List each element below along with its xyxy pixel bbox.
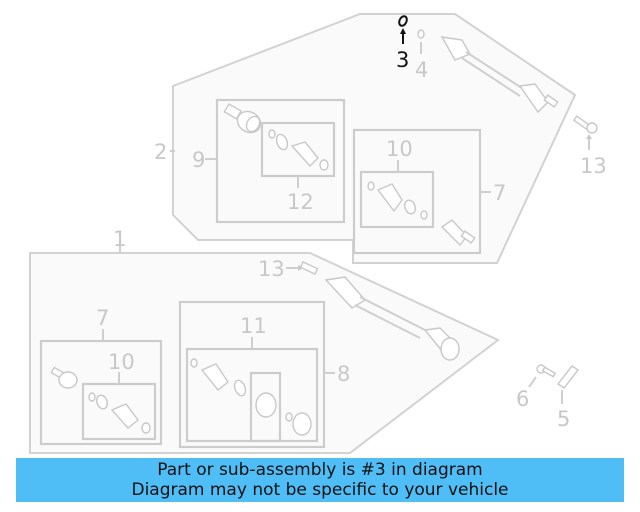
callout-7-upper[interactable]: 7 [493,181,506,205]
info-banner: Part or sub-assembly is #3 in diagram Di… [16,458,624,502]
assembly-1-group [29,241,500,454]
tripod-joint-part [223,103,262,134]
box-8 [178,300,326,449]
callout-13-lower[interactable]: 13 [258,257,285,281]
assembly-2-group [170,13,577,264]
outer-joint-7-upper-part [440,219,476,247]
boot-kit-11-parts [190,358,312,436]
callout-2[interactable]: 2 [154,140,167,164]
banner-line-2: Diagram may not be specific to your vehi… [131,480,509,500]
axle-shaft-upper [440,36,559,114]
callout-11[interactable]: 11 [240,314,267,338]
callout-10-upper[interactable]: 10 [386,137,413,161]
assembly-1-outline [29,252,500,454]
boot-kit-10-lower-parts [88,392,151,434]
callout-5[interactable]: 5 [557,407,570,431]
boot-kit-12-parts [268,129,329,171]
bolt-13-upper-part [572,115,598,150]
part-3-highlighted[interactable] [398,15,409,44]
callout-3[interactable]: 3 [396,48,409,72]
callout-9[interactable]: 9 [192,148,205,172]
callout-13-upper[interactable]: 13 [580,154,607,178]
callout-6[interactable]: 6 [516,387,529,411]
axle-shaft-lower [299,260,460,361]
callout-7-lower[interactable]: 7 [96,306,109,330]
outer-joint-7-lower-part [50,366,78,389]
callout-8[interactable]: 8 [337,362,350,386]
bolt-6-part [528,364,557,388]
callout-12[interactable]: 12 [287,190,314,214]
callout-10-lower[interactable]: 10 [108,350,135,374]
callout-1[interactable]: 1 [113,227,126,251]
bracket-5-part [556,365,580,404]
part-4 [417,29,425,54]
box-11-hub [249,371,282,443]
box-7-lower [39,339,163,446]
boot-kit-10-upper-parts [367,181,428,220]
banner-line-1: Part or sub-assembly is #3 in diagram [157,460,483,480]
callout-4[interactable]: 4 [415,58,428,82]
box-9 [215,98,346,224]
assembly-2-outline [172,13,577,264]
